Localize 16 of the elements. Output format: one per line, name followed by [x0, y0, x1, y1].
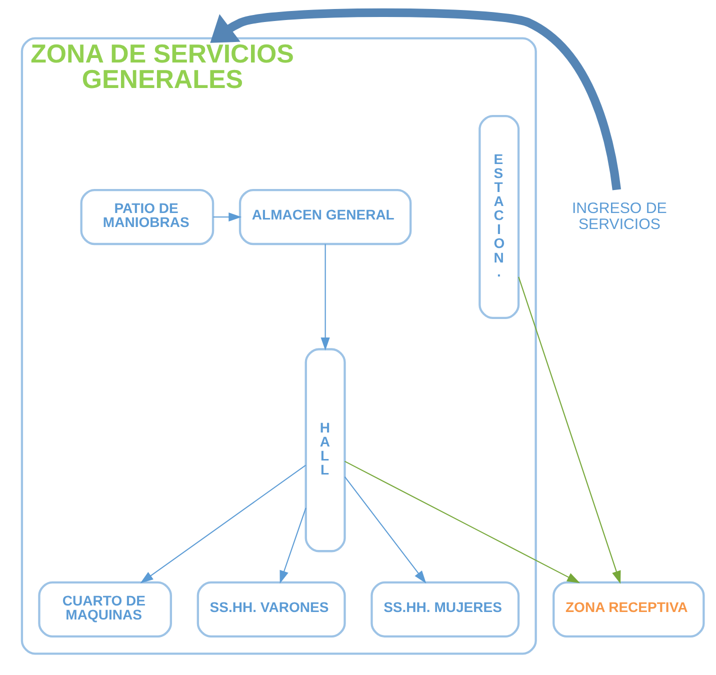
arrow — [344, 460, 580, 584]
node-box: ALMACEN GENERAL — [238, 188, 412, 246]
node-box: ESTACION. — [478, 115, 520, 320]
node-box: CUARTO DE MAQUINAS — [38, 581, 172, 638]
arrow — [344, 476, 426, 584]
node-box: ZONA RECEPTIVA — [552, 581, 704, 638]
node-box: PATIO DE MANIOBRAS — [80, 188, 214, 246]
arrow — [140, 464, 306, 584]
arrow — [210, 8, 621, 190]
node-box: HALL — [304, 348, 346, 552]
node-box: SS.HH. MUJERES — [370, 581, 520, 638]
node-text: INGRESO DE SERVICIOS — [571, 200, 666, 234]
node-box: SS.HH. VARONES — [196, 581, 346, 638]
arrow — [279, 508, 306, 584]
arrow — [320, 244, 330, 351]
arrow — [212, 212, 242, 222]
